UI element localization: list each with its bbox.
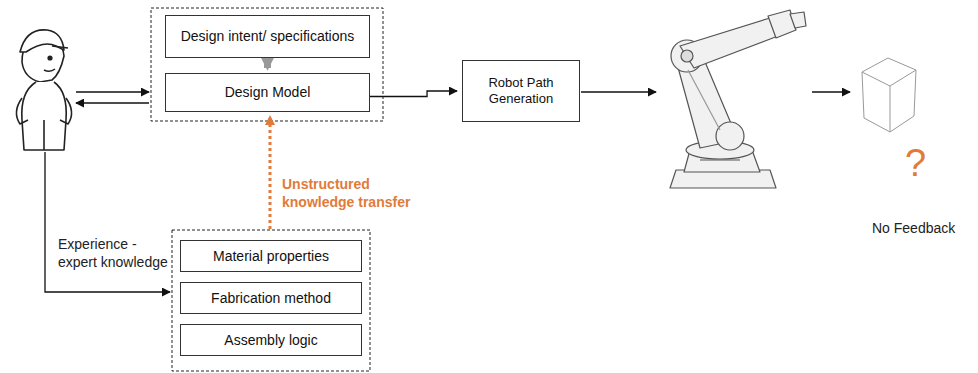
arrow [76,102,149,103]
process-box: Material properties [180,240,362,272]
cube-product [862,58,916,132]
question-mark: ? [905,140,935,188]
robot-arm [670,10,806,188]
box-text: Fabrication method [211,290,331,307]
box-text: Material properties [213,248,329,265]
dashed-group [172,230,370,371]
dashed-group [151,8,383,121]
arrow [812,91,850,92]
person-figure [16,30,71,150]
process-box: Fabrication method [180,282,362,314]
box-text: Assembly logic [224,332,317,349]
note-label: Unstructured knowledge transfer [282,176,412,211]
connector [264,59,271,68]
box-text: Design Model [225,84,311,101]
box-text: Design intent/ specifications [181,28,355,45]
process-box: Design Model [165,73,370,112]
box-text: Robot Path Generation [469,75,573,106]
note-label: No Feedback [872,220,976,238]
arrow [581,91,656,92]
connector [370,91,457,97]
arrow [45,152,170,292]
process-box: Robot Path Generation [462,60,580,122]
dotted-arrow [269,116,272,229]
process-box: Assembly logic [180,324,362,356]
note-label: Experience - expert knowledge [58,236,168,271]
process-box: Design intent/ specifications [165,15,370,58]
arrow [76,91,149,92]
